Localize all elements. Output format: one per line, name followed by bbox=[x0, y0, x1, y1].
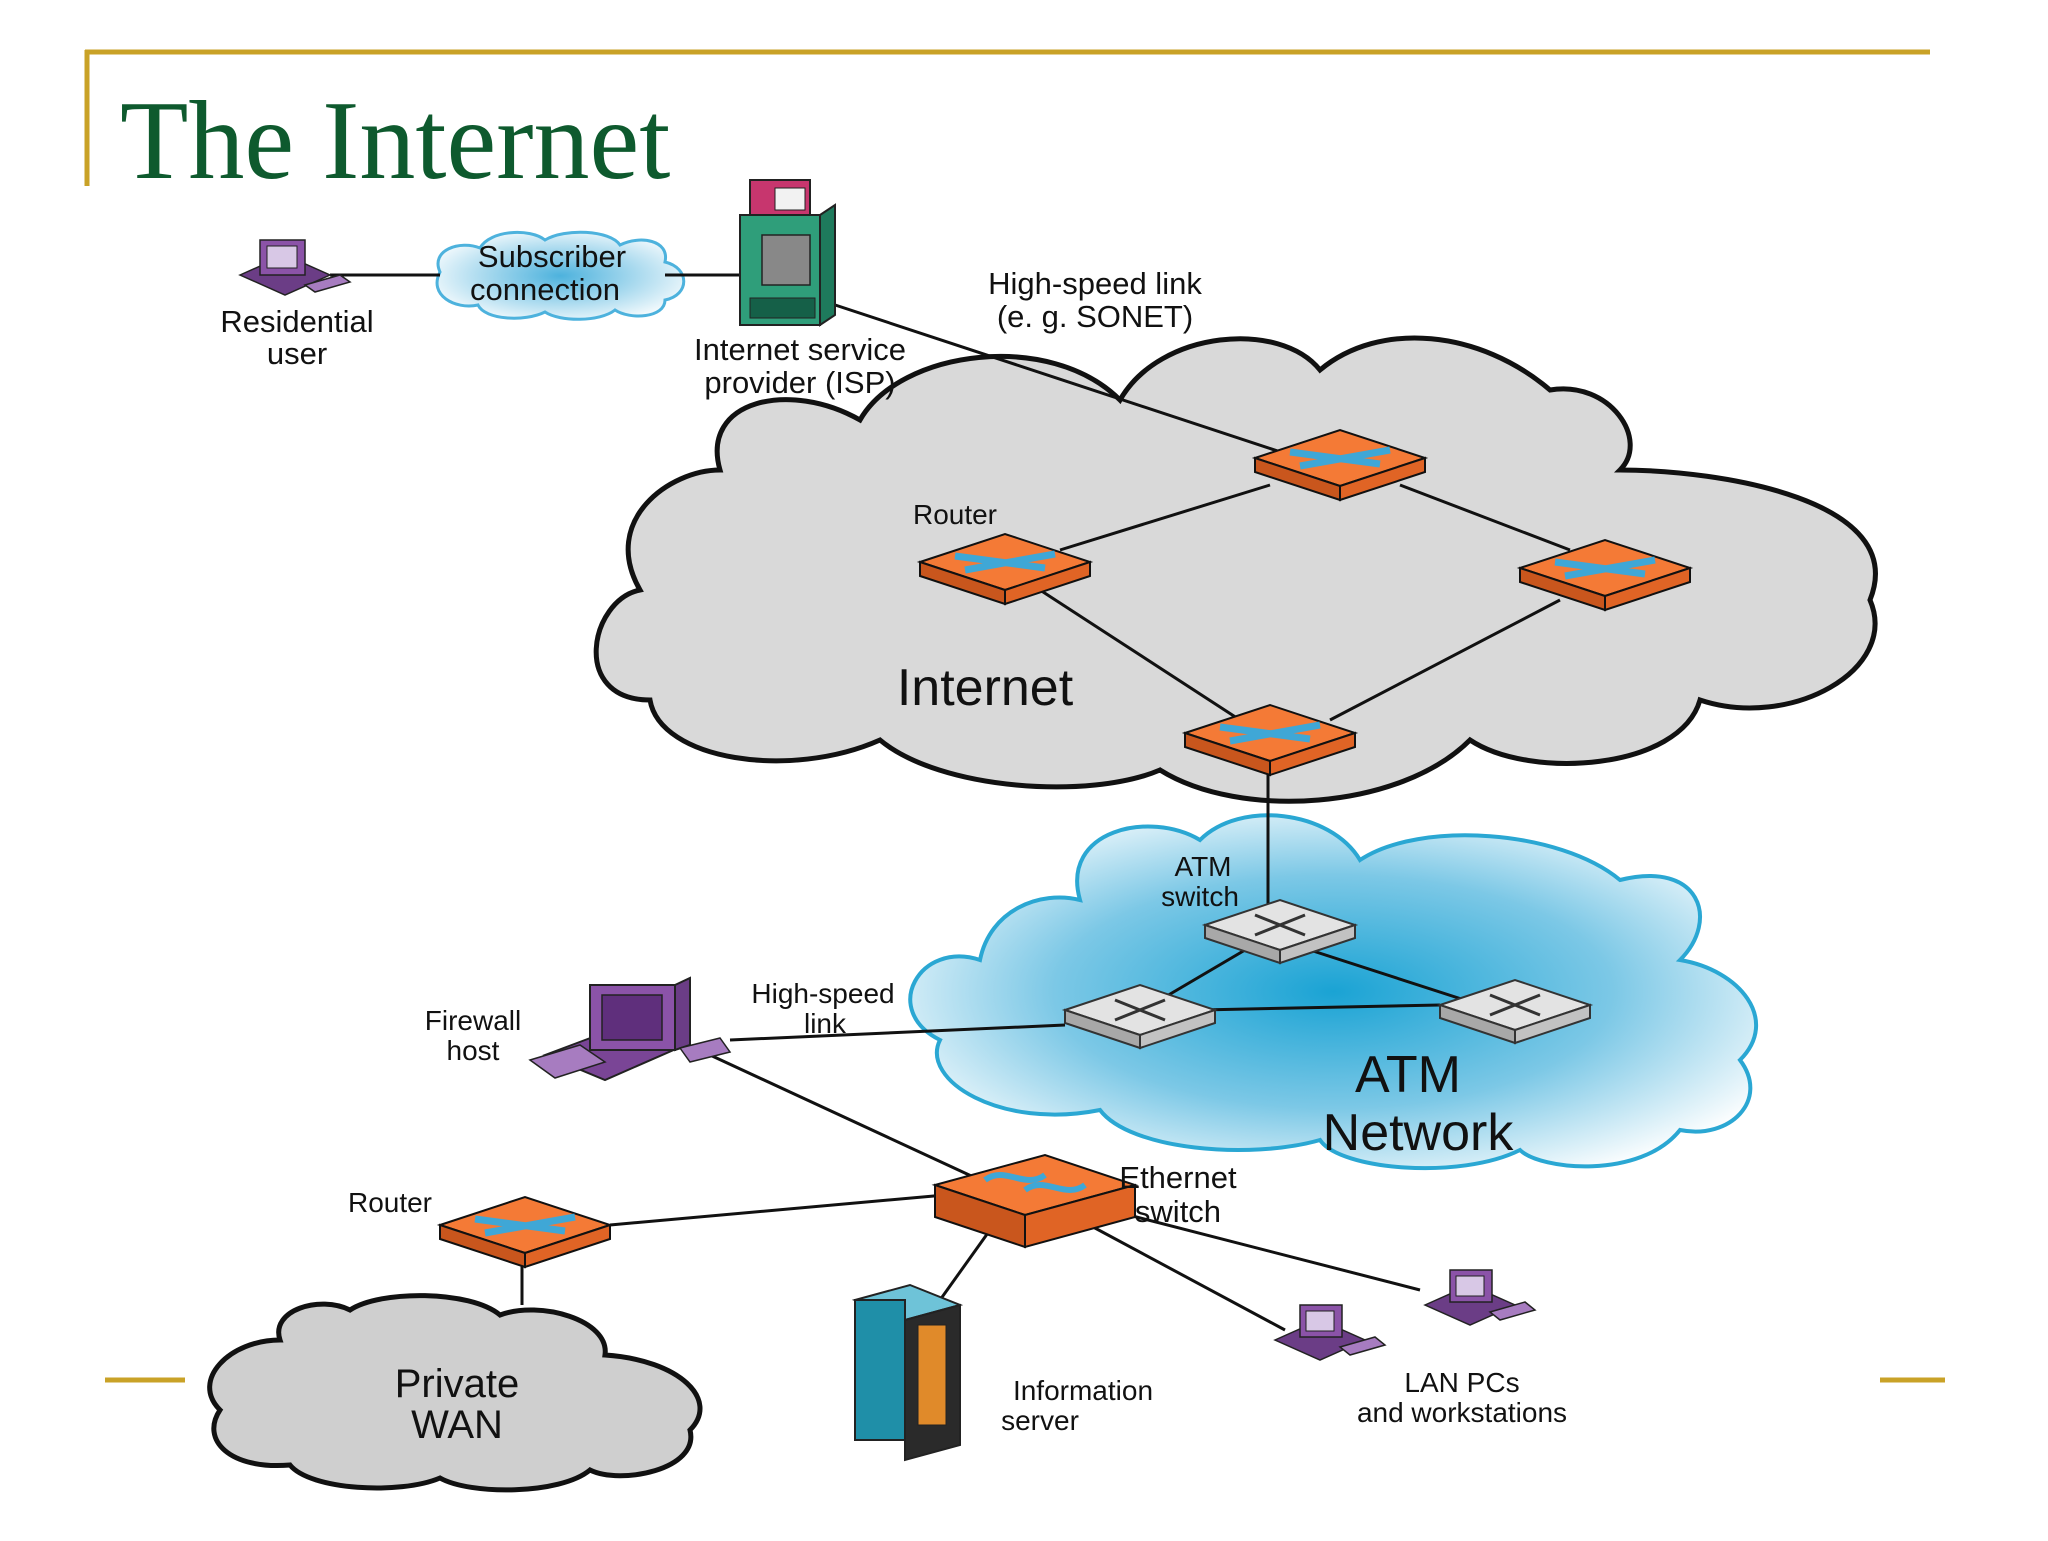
private-wan-label-2: WAN bbox=[411, 1403, 503, 1447]
link-atm-top-right bbox=[1309, 948, 1481, 1007]
router-icon-internet-top bbox=[1251, 428, 1429, 502]
info-server-label-1: Information bbox=[1013, 1375, 1153, 1406]
high-speed-link-top-label-2: (e. g. SONET) bbox=[997, 299, 1193, 334]
private-wan-cloud bbox=[207, 1293, 703, 1493]
atm-switch-icon-top bbox=[1201, 898, 1359, 965]
link-router-ethernet bbox=[609, 1193, 946, 1227]
router-icon-internet-bottom bbox=[1181, 703, 1359, 777]
router-icon-wan bbox=[436, 1195, 614, 1269]
firewall-label-1: Firewall bbox=[425, 1005, 521, 1036]
high-speed-link-bottom-label-2: link bbox=[804, 1008, 847, 1039]
firewall-label-2: host bbox=[447, 1035, 500, 1066]
link-ethernet-server bbox=[938, 1229, 992, 1301]
isp-label-1: Internet service bbox=[694, 332, 906, 367]
atm-switch-label-1: ATM bbox=[1174, 851, 1231, 882]
page-title: The Internet bbox=[120, 79, 671, 203]
ethernet-switch-label-1: Ethernet bbox=[1119, 1160, 1237, 1195]
high-speed-link-bottom-label-1: High-speed bbox=[751, 978, 894, 1009]
ethernet-switch-icon bbox=[931, 1153, 1139, 1249]
router-icon-internet-left bbox=[916, 532, 1094, 606]
link-r-top-right bbox=[1399, 483, 1571, 552]
link-firewall-atm bbox=[729, 1023, 1066, 1042]
subscriber-cloud bbox=[435, 230, 686, 321]
isp-server-icon bbox=[739, 179, 836, 327]
link-r-right-bottom bbox=[1329, 598, 1561, 722]
link-r-top-left bbox=[1059, 483, 1271, 552]
information-server-icon bbox=[851, 1283, 964, 1462]
lan-pcs-label-1: LAN PCs bbox=[1404, 1367, 1519, 1398]
link-ethernet-pc2 bbox=[1089, 1203, 1421, 1292]
atm-network-label-2: Network bbox=[1323, 1104, 1515, 1162]
residential-label-1: Residential bbox=[220, 304, 373, 339]
lan-pc-icon-1 bbox=[1273, 1304, 1387, 1361]
subscriber-label-1: Subscriber bbox=[478, 239, 626, 274]
links bbox=[330, 273, 1571, 1332]
high-speed-link-top-label-1: High-speed link bbox=[988, 266, 1202, 301]
atm-switch-icon-right bbox=[1436, 978, 1594, 1045]
lan-pcs-label-2: and workstations bbox=[1357, 1397, 1567, 1428]
isp-label-2: provider (ISP) bbox=[704, 365, 895, 400]
link-firewall-ethernet bbox=[709, 1053, 981, 1182]
lan-pc-icon-2 bbox=[1423, 1269, 1537, 1326]
atm-network-label-1: ATM bbox=[1355, 1046, 1461, 1104]
router-wan-label: Router bbox=[348, 1187, 432, 1218]
residential-pc-icon bbox=[238, 239, 352, 296]
router-internet-label: Router bbox=[913, 499, 997, 530]
internet-cloud bbox=[593, 335, 1878, 804]
atm-switch-icon-left bbox=[1061, 983, 1219, 1050]
atm-switch-label-2: switch bbox=[1161, 881, 1239, 912]
link-atm-left-right bbox=[1199, 1003, 1441, 1012]
link-atm-top-left bbox=[1159, 948, 1246, 1002]
atm-cloud bbox=[908, 813, 1759, 1171]
private-wan-label-1: Private bbox=[395, 1362, 520, 1406]
firewall-pc-icon bbox=[528, 976, 732, 1082]
residential-label-2: user bbox=[267, 336, 327, 371]
internet-cloud-label: Internet bbox=[897, 659, 1074, 717]
router-icon-internet-right bbox=[1516, 538, 1694, 612]
link-ethernet-pc1 bbox=[1079, 1218, 1286, 1332]
link-isp-router bbox=[819, 298, 1321, 467]
link-r-left-bottom bbox=[1039, 588, 1241, 722]
slide-accents bbox=[84, 49, 1945, 1383]
info-server-label-2: server bbox=[1001, 1405, 1079, 1436]
subscriber-label-2: connection bbox=[470, 272, 620, 307]
ethernet-switch-label-2: switch bbox=[1135, 1194, 1221, 1229]
